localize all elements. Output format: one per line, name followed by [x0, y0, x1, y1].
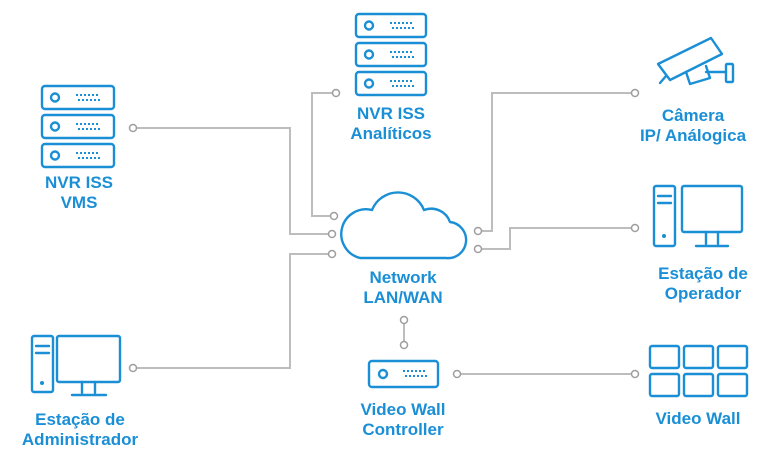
connector-dot — [630, 223, 640, 233]
operator-label-line2: Operador — [664, 284, 742, 303]
connector-dots — [128, 88, 640, 379]
server-stack-icon — [40, 84, 116, 169]
vw-controller-label-line1: Video Wall — [360, 400, 446, 419]
operator-label-line1: Estação de — [658, 264, 748, 283]
admin-label-line2: Administrador — [21, 430, 139, 449]
connector-dot — [399, 315, 409, 325]
connector-dot — [630, 369, 640, 379]
nvr-vms-label-line2: VMS — [60, 193, 98, 212]
nvr-vms-label: NVR ISS VMS — [24, 173, 134, 213]
server-stack-icon — [354, 12, 428, 97]
connector-dot — [327, 229, 337, 239]
connector-dot — [128, 123, 138, 133]
connector-network-operator — [478, 227, 635, 250]
connector-dot — [630, 88, 640, 98]
admin-label: Estação de Administrador — [8, 410, 152, 450]
nvr-analytics-label-line2: Analíticos — [350, 124, 432, 143]
connector-dot — [399, 340, 409, 350]
network-label: Network LAN/WAN — [348, 268, 458, 308]
connector-dot — [331, 88, 341, 98]
security-camera-icon — [656, 36, 735, 86]
nvr-analytics-label: NVR ISS Analíticos — [336, 104, 446, 144]
connector-dot — [128, 363, 138, 373]
network-label-line1: Network — [369, 268, 437, 287]
controller-unit-icon — [367, 359, 440, 389]
connector-dot — [452, 369, 462, 379]
connector-network-camera — [478, 92, 635, 232]
connector-vms-network — [133, 127, 332, 235]
nvr-analytics-label-line1: NVR ISS — [356, 104, 426, 123]
camera-label-line1: Câmera — [661, 106, 725, 125]
connector-admin-network — [133, 253, 332, 369]
video-wall-label: Video Wall — [636, 409, 760, 429]
vw-controller-label-line2: Controller — [362, 420, 444, 439]
admin-label-line1: Estação de — [35, 410, 125, 429]
operator-label: Estação de Operador — [640, 264, 766, 304]
connector-dot — [473, 226, 483, 236]
camera-label: Câmera IP/ Análogica — [618, 106, 768, 146]
connector-dot — [473, 244, 483, 254]
network-label-line2: LAN/WAN — [363, 288, 443, 307]
vw-controller-label: Video Wall Controller — [338, 400, 468, 440]
workstation-icon — [30, 334, 122, 397]
workstation-icon — [652, 184, 744, 248]
connector-analytics-network — [311, 92, 336, 217]
video-wall-icon — [648, 344, 749, 398]
cloud-icon — [340, 191, 468, 260]
connector-dot — [329, 211, 339, 221]
video-wall-label-line1: Video Wall — [655, 409, 741, 428]
connector-dot — [327, 249, 337, 259]
camera-label-line2: IP/ Análogica — [639, 126, 747, 145]
nvr-vms-label-line1: NVR ISS — [44, 173, 114, 192]
